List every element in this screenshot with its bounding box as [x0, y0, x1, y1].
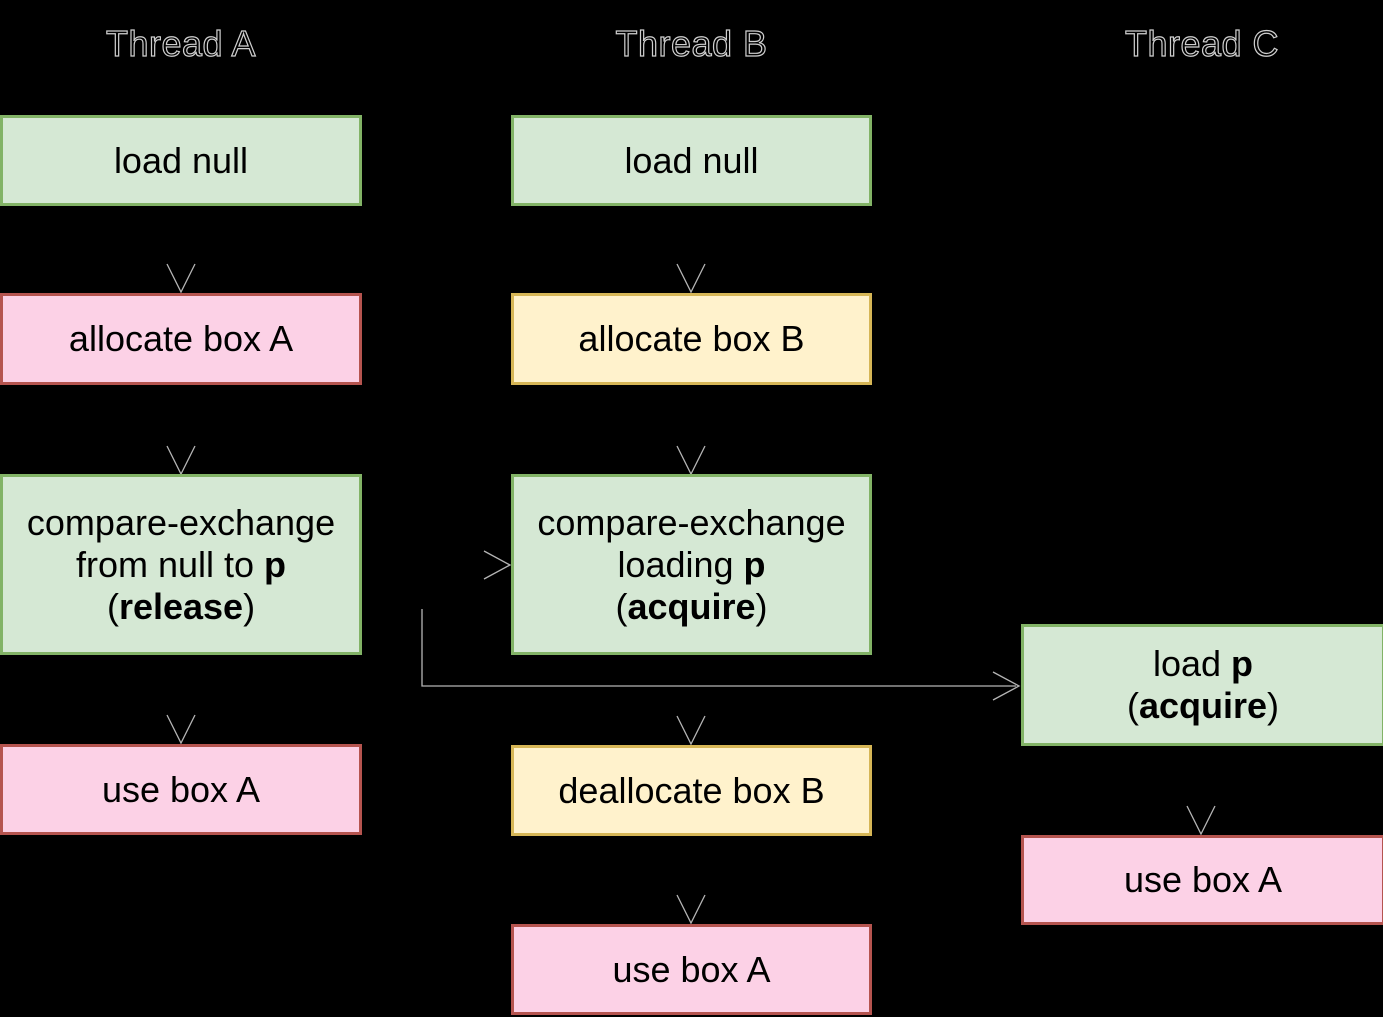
box-b-deallocate-box-b: deallocate box B	[511, 745, 872, 836]
thread-b-title: Thread B	[615, 22, 768, 64]
arrowhead-a-allocate-to-cmpxchg	[166, 445, 196, 476]
box-line: (acquire)	[615, 585, 768, 627]
box-a-load-null: load null	[0, 115, 362, 206]
box-b-allocate-box-b: allocate box B	[511, 293, 872, 385]
thread-a-title: Thread A	[105, 22, 257, 64]
thread-c-title: Thread C	[1124, 22, 1280, 64]
box-label: use box A	[101, 768, 261, 810]
box-c-load-p: load p (acquire)	[1021, 624, 1383, 746]
box-label: deallocate box B	[558, 769, 825, 811]
arrowhead-b-allocate-to-cmpxchg	[676, 445, 706, 476]
box-line: compare-exchange	[537, 501, 846, 543]
arrowhead-a-to-b-cmpxchg	[483, 550, 512, 580]
box-line: from null to p	[75, 543, 287, 585]
arrowhead-b-cmpxchg-to-deallocate	[676, 715, 706, 746]
box-b-load-null: load null	[511, 115, 872, 206]
box-b-compare-exchange: compare-exchange loading p (acquire)	[511, 474, 872, 655]
arrowhead-a-cmpxchg-to-use	[166, 714, 196, 745]
arrowhead-b-loadnull-to-allocate	[676, 263, 706, 294]
box-label: use box A	[612, 948, 771, 990]
box-label: load null	[113, 139, 249, 181]
box-line: compare-exchange	[26, 501, 336, 543]
arrowhead-b-deallocate-to-use	[676, 894, 706, 925]
box-line: load p	[1152, 643, 1254, 684]
arrowhead-c-loadp-to-use	[1186, 805, 1216, 836]
box-label: allocate box B	[578, 318, 805, 359]
box-a-compare-exchange: compare-exchange from null to p (release…	[0, 474, 362, 655]
box-line: (acquire)	[1126, 685, 1280, 726]
box-a-use-box-a: use box A	[0, 744, 362, 835]
box-label: load null	[624, 139, 759, 181]
arrowhead-a-loadnull-to-allocate	[166, 263, 196, 294]
box-label: use box A	[1123, 859, 1283, 900]
box-label: allocate box A	[68, 318, 294, 359]
box-line: loading p	[617, 543, 766, 585]
arrowhead-a-to-c-loadp	[992, 671, 1021, 701]
box-a-allocate-box-a: allocate box A	[0, 293, 362, 385]
box-b-use-box-a: use box A	[511, 924, 872, 1015]
box-c-use-box-a: use box A	[1021, 835, 1383, 925]
box-line: (release)	[106, 585, 256, 627]
